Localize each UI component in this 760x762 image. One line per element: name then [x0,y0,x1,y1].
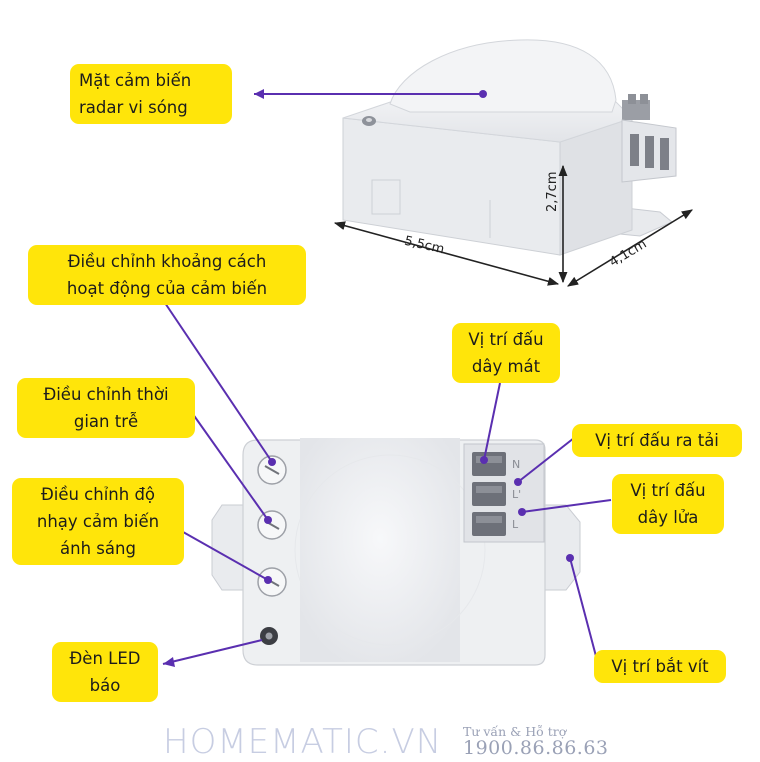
leader-light [175,527,269,581]
callout-line: Vị trí đấu [630,481,706,500]
callout-line: radar vi sóng [79,98,188,117]
light-sensitivity-knob [257,567,287,597]
callout-live-terminal: Vị trí đấu dây lửa [612,474,724,534]
height-dimension-label: 2,7cm [545,171,560,213]
callout-line: Vị trí bắt vít [611,657,709,676]
callout-delay-adjust: Điều chỉnh thời gian trễ [17,378,195,438]
leader-neutral [483,382,501,461]
callout-line: Vị trí đấu ra tải [595,431,719,450]
leader-delay [189,409,269,521]
callout-line: báo [89,676,121,695]
callout-led: Đèn LED báo [52,642,158,702]
terminal-mark-n: N [512,458,520,471]
leader-arrowheads [163,89,264,667]
callout-line: Vị trí đấu [468,330,544,349]
dimension-lines [333,164,693,287]
callout-neutral-terminal: Vị trí đấu dây mát [452,323,560,383]
callout-line: dây lửa [637,508,699,527]
callout-line: Mặt cảm biến [79,71,192,90]
callout-line: nhạy cảm biến [36,512,160,531]
callout-light-sensitivity: Điều chỉnh độ nhạy cảm biến ánh sáng [12,478,184,565]
width-dimension-line [567,209,693,287]
terminal-mark-load: L' [512,488,521,501]
leader-lines [162,93,612,665]
leader-led [162,639,263,665]
led-indicator [260,627,278,645]
terminal-block: N L' L [463,443,545,543]
callout-line: dây mát [471,357,541,376]
callout-line: gian trễ [73,412,139,431]
callout-screw-position: Vị trí bắt vít [594,650,726,683]
callout-line: Điều chỉnh thời [43,385,169,404]
callout-load-terminal: Vị trí đấu ra tải [572,424,742,457]
callout-radar-surface: Mặt cảm biến radar vi sóng [70,64,232,124]
length-dimension-line [333,221,560,286]
leader-dots [264,90,574,584]
hotline-label: Tư vấn & Hỗ trợ [463,724,567,739]
leader-load [517,437,575,483]
callout-line: Đèn LED [69,649,141,668]
callout-line: Điều chỉnh độ [40,485,156,504]
device-top-view: N L' L [211,438,581,666]
delay-knob [257,510,287,540]
leader-screw [569,557,598,661]
device-3d-view [342,39,677,256]
leader-live [521,499,612,513]
terminal-mark-l: L [512,518,519,531]
callout-line: hoạt động của cảm biến [66,279,268,298]
brand-logo: HOMEMATIC.VN [163,722,443,762]
distance-knob [257,455,287,485]
callout-line: ánh sáng [60,539,136,558]
leader-distance [162,299,273,463]
callout-distance-adjust: Điều chỉnh khoảng cách hoạt động của cảm… [28,245,306,305]
hotline-number: 1900.86.86.63 [463,737,609,759]
callout-line: Điều chỉnh khoảng cách [67,252,267,271]
